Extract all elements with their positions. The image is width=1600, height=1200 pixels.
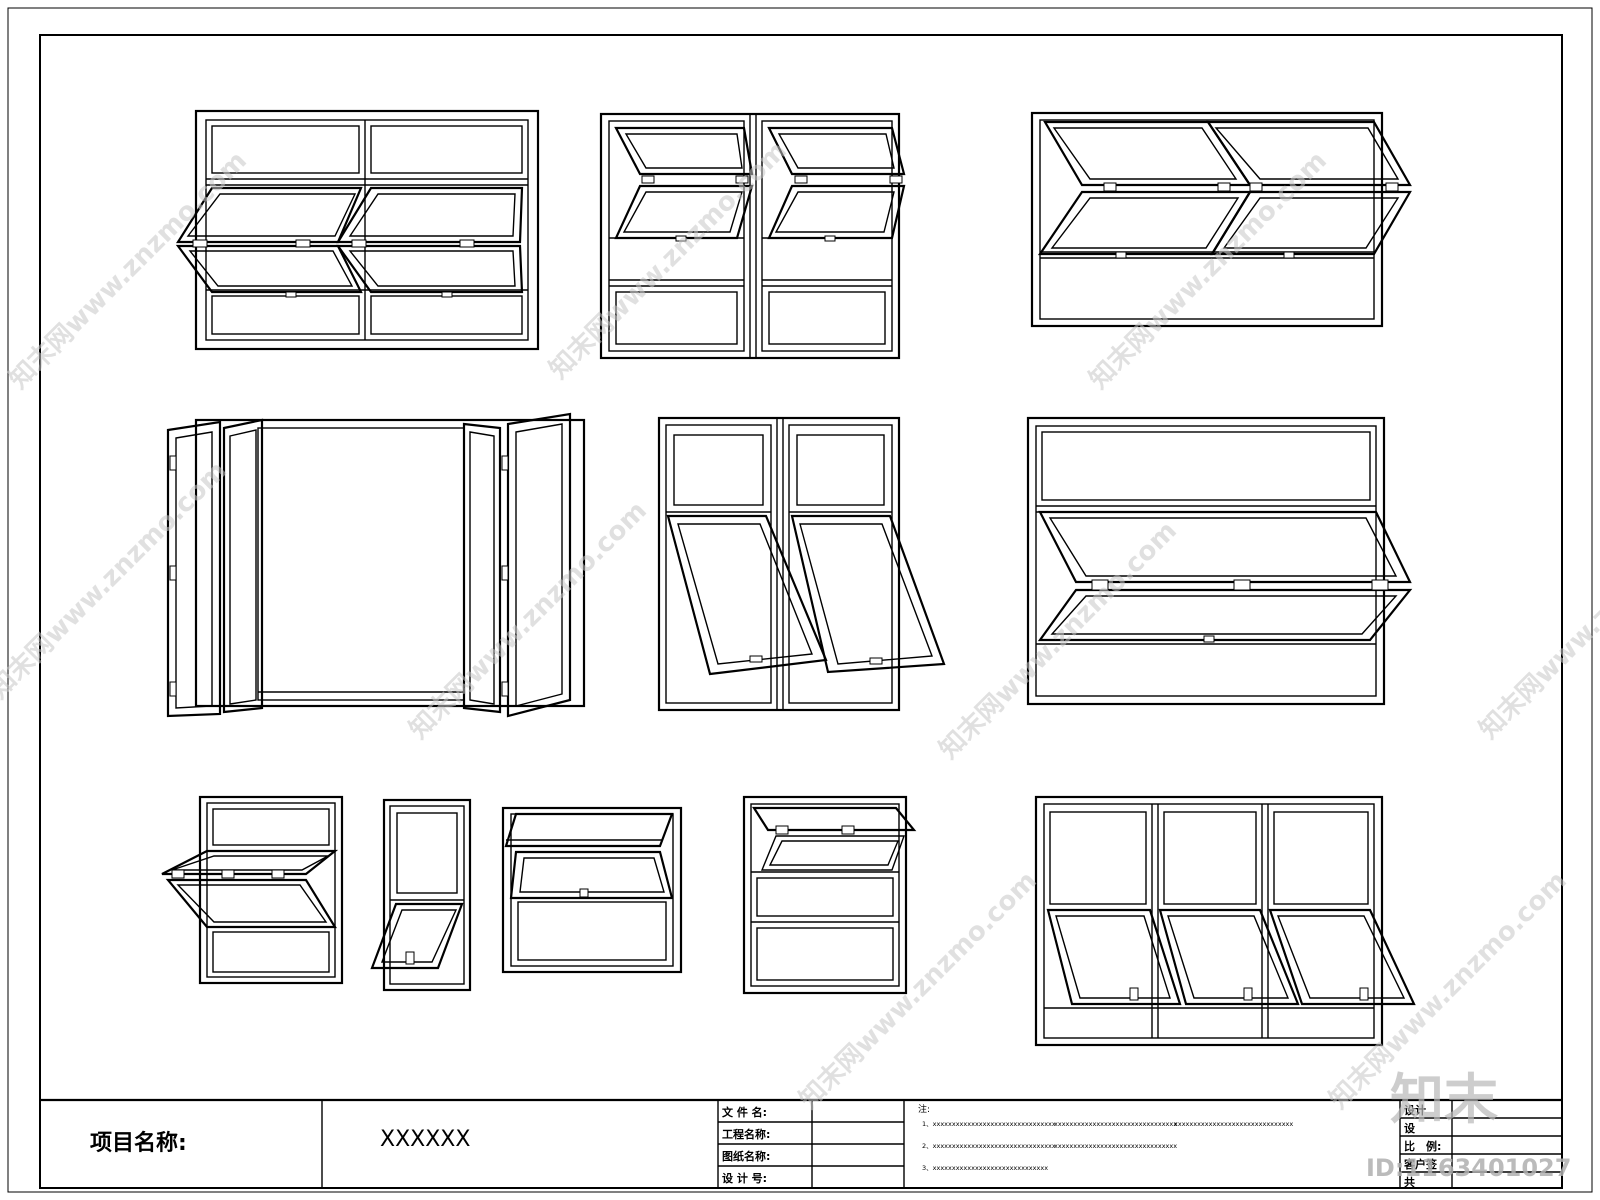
window-elevation-2 — [599, 112, 906, 360]
window-elevation-9 — [501, 806, 683, 974]
window-elevation-1 — [175, 109, 540, 351]
field-project-name: 工程名称: — [722, 1127, 770, 1141]
watermark-text-8: 知末网www.znzmo.com — [794, 866, 1043, 1115]
sheet-inner-border — [39, 34, 1563, 1189]
right-field-design-2: 设 — [1404, 1121, 1416, 1135]
watermark-text-7: 知末网www.znzmo.com — [1474, 496, 1600, 745]
project-label: 项目名称: — [90, 1130, 187, 1156]
watermark-text-1: 知末网www.znzmo.com — [4, 146, 253, 395]
right-field-client-sign: 客户签 — [1403, 1157, 1438, 1171]
right-field-scale: 比 例: — [1404, 1139, 1441, 1153]
watermark-text-5: 知末网www.znzmo.com — [404, 496, 653, 745]
window-elevation-8 — [370, 798, 472, 992]
window-elevation-4 — [166, 412, 586, 718]
field-file-name: 文 件 名: — [722, 1105, 767, 1119]
note-1b: xxxxxxxxxxxxxxxxxxxxxxxxxxxxxxxx — [1054, 1120, 1177, 1128]
window-elevation-5 — [657, 416, 946, 712]
watermark-logo: 知末 — [1390, 1068, 1498, 1131]
field-drawing-name: 图纸名称: — [722, 1149, 770, 1163]
note-2a: 2、xxxxxxxxxxxxxxxxxxxxxxxxxxxxxxxx — [922, 1142, 1056, 1150]
right-field-total: 共 — [1404, 1175, 1415, 1189]
note-1a: 1、xxxxxxxxxxxxxxxxxxxxxxxxxxxxxxxx — [922, 1120, 1056, 1128]
note-3a: 3、xxxxxxxxxxxxxxxxxxxxxxxxxxxxxx — [922, 1164, 1048, 1172]
window-elevation-7 — [161, 795, 344, 985]
sheet-outer-border — [7, 7, 1593, 1193]
title-block: 项目名称: XXXXXX 文 件 名: 工程名称: 图纸名称: 设 计 号: 注… — [40, 1098, 1562, 1189]
window-elevation-11 — [1034, 795, 1416, 1047]
window-elevation-6 — [1026, 416, 1413, 706]
watermark-text-3: 知末网www.znzmo.com — [1084, 146, 1333, 395]
window-elevation-3 — [1030, 111, 1412, 328]
note-2b: xxxxxxxxxxxxxxxxxxxxxxxxxxxxxxxx — [1054, 1142, 1177, 1150]
notes-label: 注: — [918, 1103, 930, 1115]
window-elevation-10 — [742, 795, 917, 995]
project-value: XXXXXX — [380, 1127, 470, 1152]
note-1c: xxxxxxxxxxxxxxxxxxxxxxxxxxxxxxx — [1174, 1120, 1293, 1128]
right-field-design: 设计 — [1404, 1103, 1426, 1117]
watermark-text-4: 知末网www.znzmo.com — [0, 456, 233, 705]
field-design-no: 设 计 号: — [722, 1171, 767, 1185]
watermark-id: ID:1163401027 — [1366, 1154, 1571, 1182]
